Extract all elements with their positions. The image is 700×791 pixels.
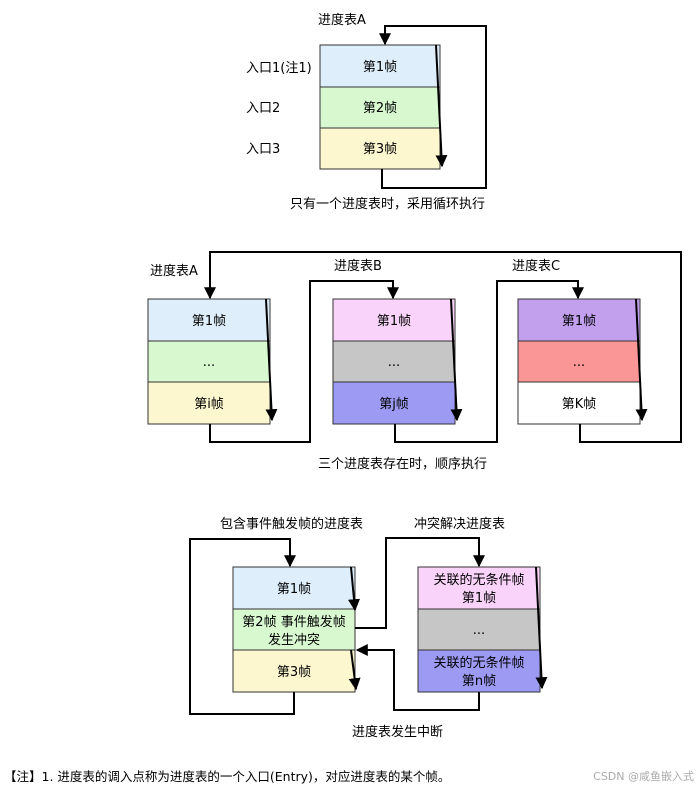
diagram2-a-to-b-connector bbox=[209, 280, 399, 443]
diagram2-b-frame-1 bbox=[332, 298, 456, 342]
diagram3-right-frame-n bbox=[417, 649, 541, 693]
diagram2-c-frame-k bbox=[517, 381, 641, 425]
diagram2-b-frame-j-label: 第j帧 bbox=[379, 397, 409, 412]
diagram3-right-frame-middle bbox=[417, 608, 541, 651]
diagram2-a-frame-middle-label: ... bbox=[203, 355, 215, 370]
diagram3-left-upper-arrow bbox=[348, 566, 360, 612]
diagram1-frame-1 bbox=[319, 44, 441, 88]
diagram3-left-frame-2 bbox=[232, 608, 356, 651]
diagram2-b-frame-middle-label: ... bbox=[388, 355, 400, 370]
diagram3-left-lower-arrow bbox=[348, 649, 361, 691]
diagram1-loop-arrow bbox=[379, 25, 487, 189]
diagram1-table-title: 进度表A bbox=[318, 12, 366, 28]
diagram2-b-to-c-connector bbox=[394, 280, 584, 443]
diagram3-interrupt: 包含事件触发帧的进度表 冲突解决进度表 第1帧 第2帧 事件触发帧 发生冲突 第… bbox=[189, 516, 548, 740]
diagram2-a-flow-arrow bbox=[265, 298, 278, 422]
diagram1-entry-3: 入口3 bbox=[246, 142, 280, 157]
diagram3-right-frame-n-line1: 关联的无条件帧 bbox=[433, 655, 524, 671]
diagram3-left-frame-2-conflict: 发生冲突 bbox=[268, 632, 320, 648]
watermark: CSDN @咸鱼嵌入式 bbox=[593, 770, 694, 783]
diagram3-left-frame-3-label: 第3帧 bbox=[277, 665, 311, 680]
diagram2-a-frame-i bbox=[147, 381, 271, 425]
diagram1-flow-arrow bbox=[435, 44, 448, 168]
diagram2-c-frame-middle-label: ... bbox=[573, 355, 585, 370]
diagram3-right-frame-middle-label: ... bbox=[473, 623, 485, 638]
diagram2-table-c-title: 进度表C bbox=[512, 258, 560, 274]
diagram2-a-frame-1-label: 第1帧 bbox=[192, 314, 226, 329]
diagram1-frame-2 bbox=[319, 86, 441, 129]
diagram2-c-frame-k-label: 第K帧 bbox=[562, 397, 597, 412]
diagram2-c-frame-middle bbox=[517, 340, 641, 383]
diagram2-c-to-a-loop bbox=[204, 251, 682, 443]
diagram2-table-a-title: 进度表A bbox=[150, 263, 198, 279]
diagram2-caption: 三个进度表存在时，顺序执行 bbox=[318, 456, 487, 472]
diagram3-right-title: 冲突解决进度表 bbox=[414, 516, 505, 532]
diagram2-c-frame-1-label: 第1帧 bbox=[562, 314, 596, 329]
diagram3-right-frame-1-line2: 第1帧 bbox=[462, 591, 496, 606]
diagram3-caption: 进度表发生中断 bbox=[352, 724, 443, 740]
diagram3-right-frame-n-line2: 第n帧 bbox=[462, 674, 496, 689]
diagram1-frame-1-label: 第1帧 bbox=[363, 60, 397, 75]
diagram3-return-arrow bbox=[355, 644, 480, 711]
diagram1-frame-3-label: 第3帧 bbox=[363, 142, 397, 157]
diagram3-left-frame-2-label: 第2帧 事件触发帧 bbox=[242, 614, 345, 630]
diagram2-b-flow-arrow bbox=[450, 298, 463, 422]
diagram2-c-flow-arrow bbox=[635, 298, 648, 422]
diagram3-right-flow-arrow bbox=[535, 566, 548, 690]
diagram3-right-frame-1-line1: 关联的无条件帧 bbox=[433, 572, 524, 588]
diagram2-b-frame-1-label: 第1帧 bbox=[377, 314, 411, 329]
diagram1-entry-2: 入口2 bbox=[246, 101, 280, 116]
diagram1-single-schedule: 进度表A 入口1(注1) 入口2 入口3 第1帧 第2帧 第3帧 只有一个进度表… bbox=[246, 12, 487, 212]
diagram1-frame-2-label: 第2帧 bbox=[363, 101, 397, 116]
diagram3-left-frame-3 bbox=[232, 649, 356, 693]
diagram2-table-b-title: 进度表B bbox=[334, 258, 382, 274]
diagram1-caption: 只有一个进度表时，采用循环执行 bbox=[290, 196, 485, 212]
diagram2-three-schedules: 进度表A 进度表B 进度表C 第1帧 ... 第i帧 第1帧 ... 第j帧 第… bbox=[147, 251, 682, 472]
diagram3-left-frame-1-label: 第1帧 bbox=[277, 582, 311, 597]
diagram1-frame-3 bbox=[319, 127, 441, 170]
diagram2-a-frame-i-label: 第i帧 bbox=[194, 397, 224, 412]
diagram3-left-loop-arrow bbox=[189, 538, 296, 715]
diagram2-a-frame-1 bbox=[147, 298, 271, 342]
diagram3-left-title: 包含事件触发帧的进度表 bbox=[220, 516, 363, 532]
diagram1-entry-1: 入口1(注1) bbox=[246, 61, 312, 76]
diagram3-interrupt-arrow bbox=[355, 537, 485, 629]
footnote: 【注】1. 进度表的调入点称为进度表的一个入口(Entry)，对应进度表的某个帧… bbox=[4, 769, 451, 784]
